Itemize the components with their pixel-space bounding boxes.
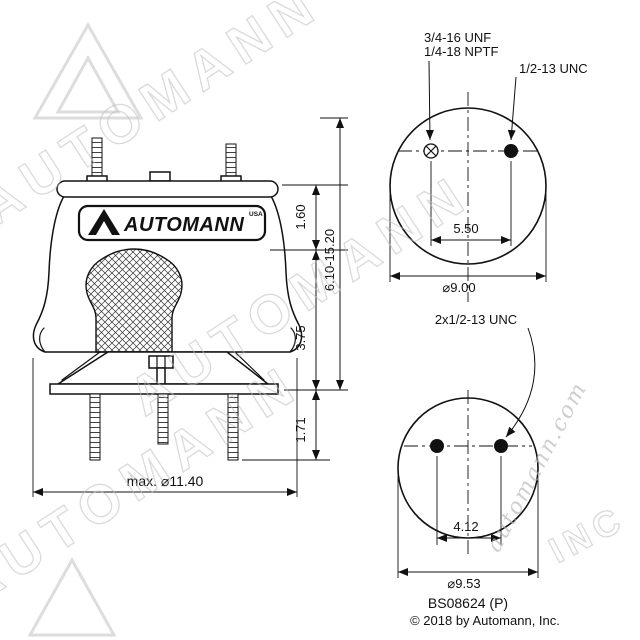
watermark-triangle-inner (55, 54, 121, 114)
dim-diameter-top: ⌀9.00 (442, 280, 475, 295)
rubber-bumper (85, 248, 183, 353)
top-view: 3/4-16 UNF 1/4-18 NPTF 1/2-13 UNC 5.50 ⌀… (389, 30, 588, 302)
dim-mid: 3.75 (293, 325, 308, 350)
stud-label: 1/2-13 UNC (519, 61, 588, 76)
brand-logo-text: AUTOMANN (123, 214, 244, 236)
watermark-triangle-icon (32, 21, 144, 120)
bag-roll-right (289, 327, 296, 353)
watermark-triangle-bottom (27, 556, 117, 637)
copyright: © 2018 by Automann, Inc. (410, 613, 560, 628)
mounting-stud-top (504, 144, 518, 158)
bottom-studs-leader (505, 327, 536, 438)
top-stud-right (225, 143, 237, 181)
center-nut-facets (156, 355, 166, 369)
automann-triangle-inner (96, 221, 112, 235)
bottom-studs-label: 2x1/2-13 UNC (435, 312, 517, 327)
brand-band (77, 204, 267, 242)
diameter-extension-lines (32, 358, 298, 497)
bottom-stud-right (227, 393, 239, 461)
spacing-extension-lines-top (430, 161, 512, 246)
fitting-label-line2: 1/4-18 NPTF (424, 44, 498, 59)
dim-stud: 1.71 (293, 417, 308, 442)
stud-leader (507, 76, 517, 141)
dim-spacing-top: 5.50 (453, 221, 478, 236)
fitting-leader (425, 60, 434, 141)
top-bead-plate (56, 180, 279, 198)
fitting-label-line1: 3/4-16 UNF (424, 30, 491, 45)
air-inlet-stub (149, 171, 171, 182)
dim-max-diameter: max. ⌀11.40 (127, 473, 204, 489)
spacing-extension-lines-bottom (436, 456, 502, 545)
bottom-view: 2x1/2-13 UNC 4.12 ⌀9.53 (397, 312, 539, 591)
dim-height-range: 6.10-15.20 (322, 229, 337, 291)
bottom-stud-left (89, 393, 101, 461)
air-fitting-cross (425, 145, 437, 157)
mounting-stud-bottom-left (430, 439, 444, 453)
dim-spacing-bottom: 4.12 (453, 519, 478, 534)
bag-roll-left (39, 327, 46, 353)
piston-wall-lines (61, 351, 265, 381)
dim-diameter-bottom: ⌀9.53 (447, 576, 480, 591)
diameter-extension-lines-top (389, 194, 547, 282)
side-view: AUTOMANN USA 1.60 6.10-15.20 3.75 1.71 m… (32, 117, 348, 497)
top-plate-circle (389, 107, 547, 265)
mounting-stud-bottom-right (494, 439, 508, 453)
diameter-extension-lines-bottom (397, 476, 539, 578)
bottom-stud-center (157, 393, 169, 445)
brand-logo-region: USA (249, 211, 263, 218)
watermark-inc: INC (542, 497, 632, 571)
part-number: BS08624 (P) (428, 595, 508, 611)
dim-top: 1.60 (293, 204, 308, 229)
